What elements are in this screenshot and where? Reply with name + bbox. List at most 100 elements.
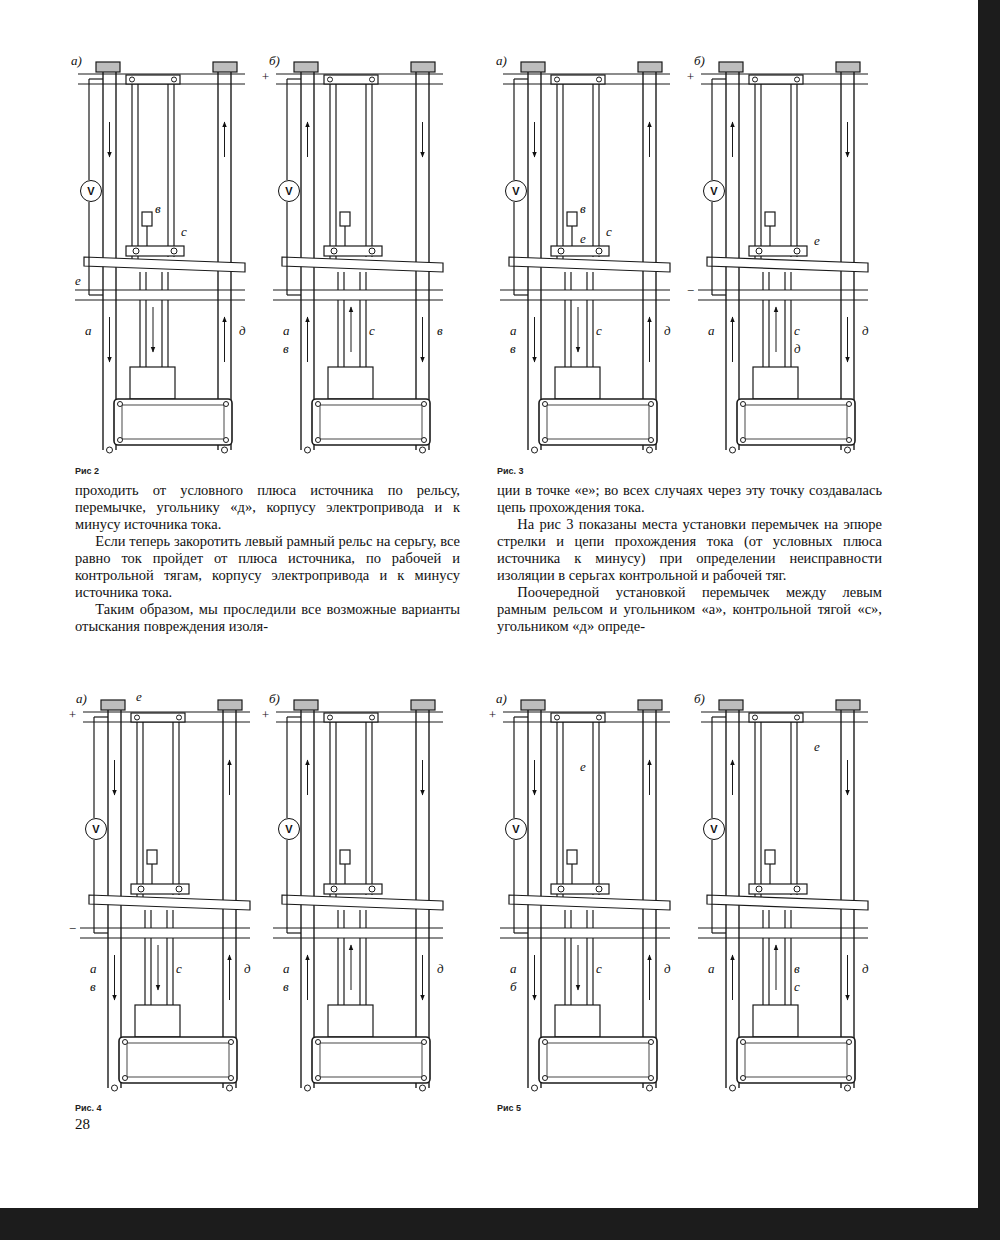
bolt	[596, 886, 602, 892]
drive-housing	[312, 1037, 430, 1083]
current-arrow	[153, 307, 154, 352]
crossbar	[749, 75, 803, 84]
rail-head	[719, 62, 743, 72]
bolt	[422, 438, 427, 443]
voltmeter-wire	[286, 202, 287, 295]
voltmeter-wire	[88, 202, 89, 295]
part-letter: с	[175, 962, 183, 975]
detector-rod	[571, 226, 572, 247]
current-arrow	[732, 955, 733, 1000]
current-arrow	[776, 307, 777, 352]
bolt	[370, 715, 375, 720]
drive-rod	[161, 300, 162, 367]
drive-rod	[784, 300, 785, 367]
bolt	[172, 77, 177, 82]
current-arrow	[114, 760, 115, 795]
drive-rod	[564, 910, 565, 928]
drive-rod	[570, 300, 571, 367]
part-letter: а	[282, 962, 291, 975]
rail-line	[655, 72, 656, 450]
voltmeter-wire	[712, 716, 726, 717]
tie-line	[500, 927, 670, 928]
part-letter: с	[180, 225, 188, 238]
part-letter: а	[707, 324, 716, 337]
rail-head	[638, 62, 662, 72]
rail-head	[836, 700, 860, 710]
current-arrow	[422, 955, 423, 1000]
point-rod	[598, 722, 599, 895]
bolt	[177, 715, 182, 720]
drive-rod	[784, 272, 785, 290]
part-letter: в	[89, 980, 97, 993]
voltmeter-wire	[711, 79, 712, 180]
current-arrow	[422, 317, 423, 362]
voltmeter-wire	[93, 717, 94, 818]
bolt	[316, 438, 321, 443]
current-arrow	[534, 760, 535, 795]
bolt	[331, 886, 337, 892]
drive-rod	[790, 272, 791, 290]
body-paragraph: проходить от условного плюса источника п…	[75, 482, 460, 533]
bolt	[597, 715, 602, 720]
bolt	[118, 402, 123, 407]
scan-edge	[0, 1208, 1000, 1240]
drive-housing-inner	[320, 405, 422, 439]
lug-assembly	[324, 246, 382, 256]
point-rod	[173, 84, 174, 257]
part-letter: б)	[693, 54, 706, 67]
point-rod	[760, 722, 761, 900]
drive-rod	[762, 300, 763, 367]
voltmeter-wire	[513, 79, 514, 180]
operating-bar	[282, 895, 443, 910]
switch-panel	[698, 700, 868, 1091]
part-letter: д	[793, 342, 802, 355]
lug-assembly	[551, 246, 609, 256]
drive-rod	[150, 910, 151, 928]
current-arrow	[578, 307, 579, 352]
lug-assembly	[126, 246, 184, 256]
bolt	[596, 248, 602, 254]
voltmeter-wire	[712, 932, 726, 933]
point-rod	[131, 84, 132, 262]
part-letter: а	[282, 324, 291, 337]
drive-rod	[337, 910, 338, 928]
voltmeter-wire	[513, 202, 514, 295]
bolt	[558, 886, 564, 892]
bolt	[847, 402, 852, 407]
point-rod	[371, 84, 372, 257]
bolt	[741, 438, 746, 443]
operating-bar	[707, 257, 868, 272]
drive-rod	[790, 910, 791, 928]
part-letter: е	[813, 234, 821, 247]
rail-end	[227, 1085, 233, 1091]
detector	[142, 212, 152, 226]
crossbar	[324, 713, 378, 722]
drive-housing-inner	[745, 1043, 847, 1077]
part-letter: б)	[693, 692, 706, 705]
detector	[567, 212, 577, 226]
drive-rod	[592, 272, 593, 290]
bolt	[558, 248, 564, 254]
part-letter: в	[436, 324, 444, 337]
bolt	[328, 77, 333, 82]
voltmeter-symbol: V	[278, 818, 300, 840]
drive-housing-inner	[547, 405, 649, 439]
point-rod	[790, 84, 791, 257]
drive-rod	[570, 272, 571, 290]
current-arrow	[109, 122, 110, 157]
current-arrow	[224, 317, 225, 362]
bolt	[756, 886, 762, 892]
part-letter: в	[282, 342, 290, 355]
rail-end	[532, 1085, 538, 1091]
part-letter: +	[685, 70, 696, 83]
drive-rod	[166, 938, 167, 1005]
bolt	[229, 1076, 234, 1081]
voltmeter-symbol: V	[505, 180, 527, 202]
voltmeter-symbol: V	[505, 818, 527, 840]
detector-rod	[769, 864, 770, 885]
voltmeter-wire	[89, 78, 103, 79]
part-letter: а)	[495, 54, 508, 67]
drive-gear	[555, 1005, 600, 1037]
rail-end	[420, 1085, 426, 1091]
part-letter: +	[260, 70, 271, 83]
